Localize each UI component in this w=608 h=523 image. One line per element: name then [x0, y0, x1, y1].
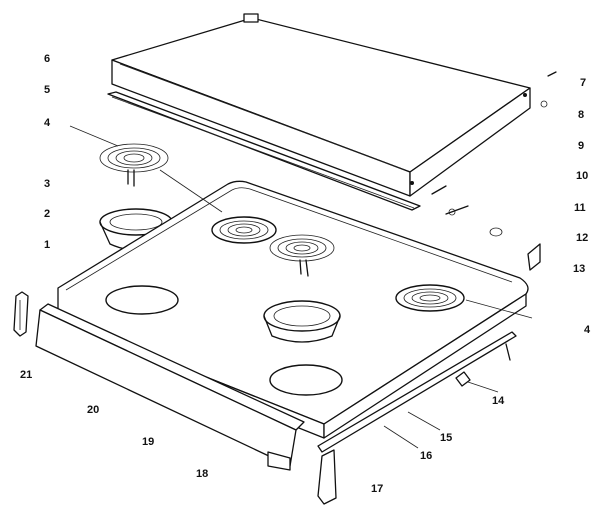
- surface-element-right: [403, 288, 457, 308]
- drip-pan-center: [263, 300, 341, 343]
- part-label-21: 21: [20, 369, 33, 381]
- surface-element-rear-left: [219, 220, 269, 240]
- part-label-4-right: 4: [584, 324, 591, 336]
- part-label-16: 16: [420, 450, 433, 462]
- part-label-8: 8: [578, 109, 585, 121]
- part-label-17: 17: [371, 483, 384, 495]
- part-label-6: 6: [44, 53, 51, 65]
- part-label-13: 13: [573, 263, 586, 275]
- front-trim: [35, 303, 305, 471]
- part-label-2: 2: [44, 208, 51, 220]
- part-label-7: 7: [580, 77, 587, 89]
- part-label-18: 18: [196, 468, 209, 480]
- part-label-1: 1: [44, 239, 51, 251]
- bracket-right: [527, 243, 541, 271]
- surface-element-upper: [99, 143, 169, 187]
- hardware-parts: [431, 71, 557, 387]
- part-label-14: 14: [492, 395, 505, 407]
- surface-element-center: [269, 234, 335, 277]
- part-label-4-top: 4: [44, 117, 51, 129]
- part-label-11: 11: [574, 202, 586, 214]
- part-label-15: 15: [440, 432, 453, 444]
- side-trim-strip: [317, 331, 517, 453]
- part-label-12: 12: [576, 232, 589, 244]
- part-label-19: 19: [142, 436, 155, 448]
- leader-lines: [69, 125, 533, 449]
- bracket-front-right: [317, 449, 337, 505]
- rear-trim-strip: [107, 91, 421, 211]
- main-top-panel: [111, 13, 531, 197]
- part-label-9: 9: [578, 140, 585, 152]
- part-label-20: 20: [87, 404, 100, 416]
- part-label-10: 10: [576, 170, 589, 182]
- bracket-left: [13, 291, 29, 337]
- part-label-3: 3: [44, 178, 51, 190]
- part-label-5: 5: [44, 84, 51, 96]
